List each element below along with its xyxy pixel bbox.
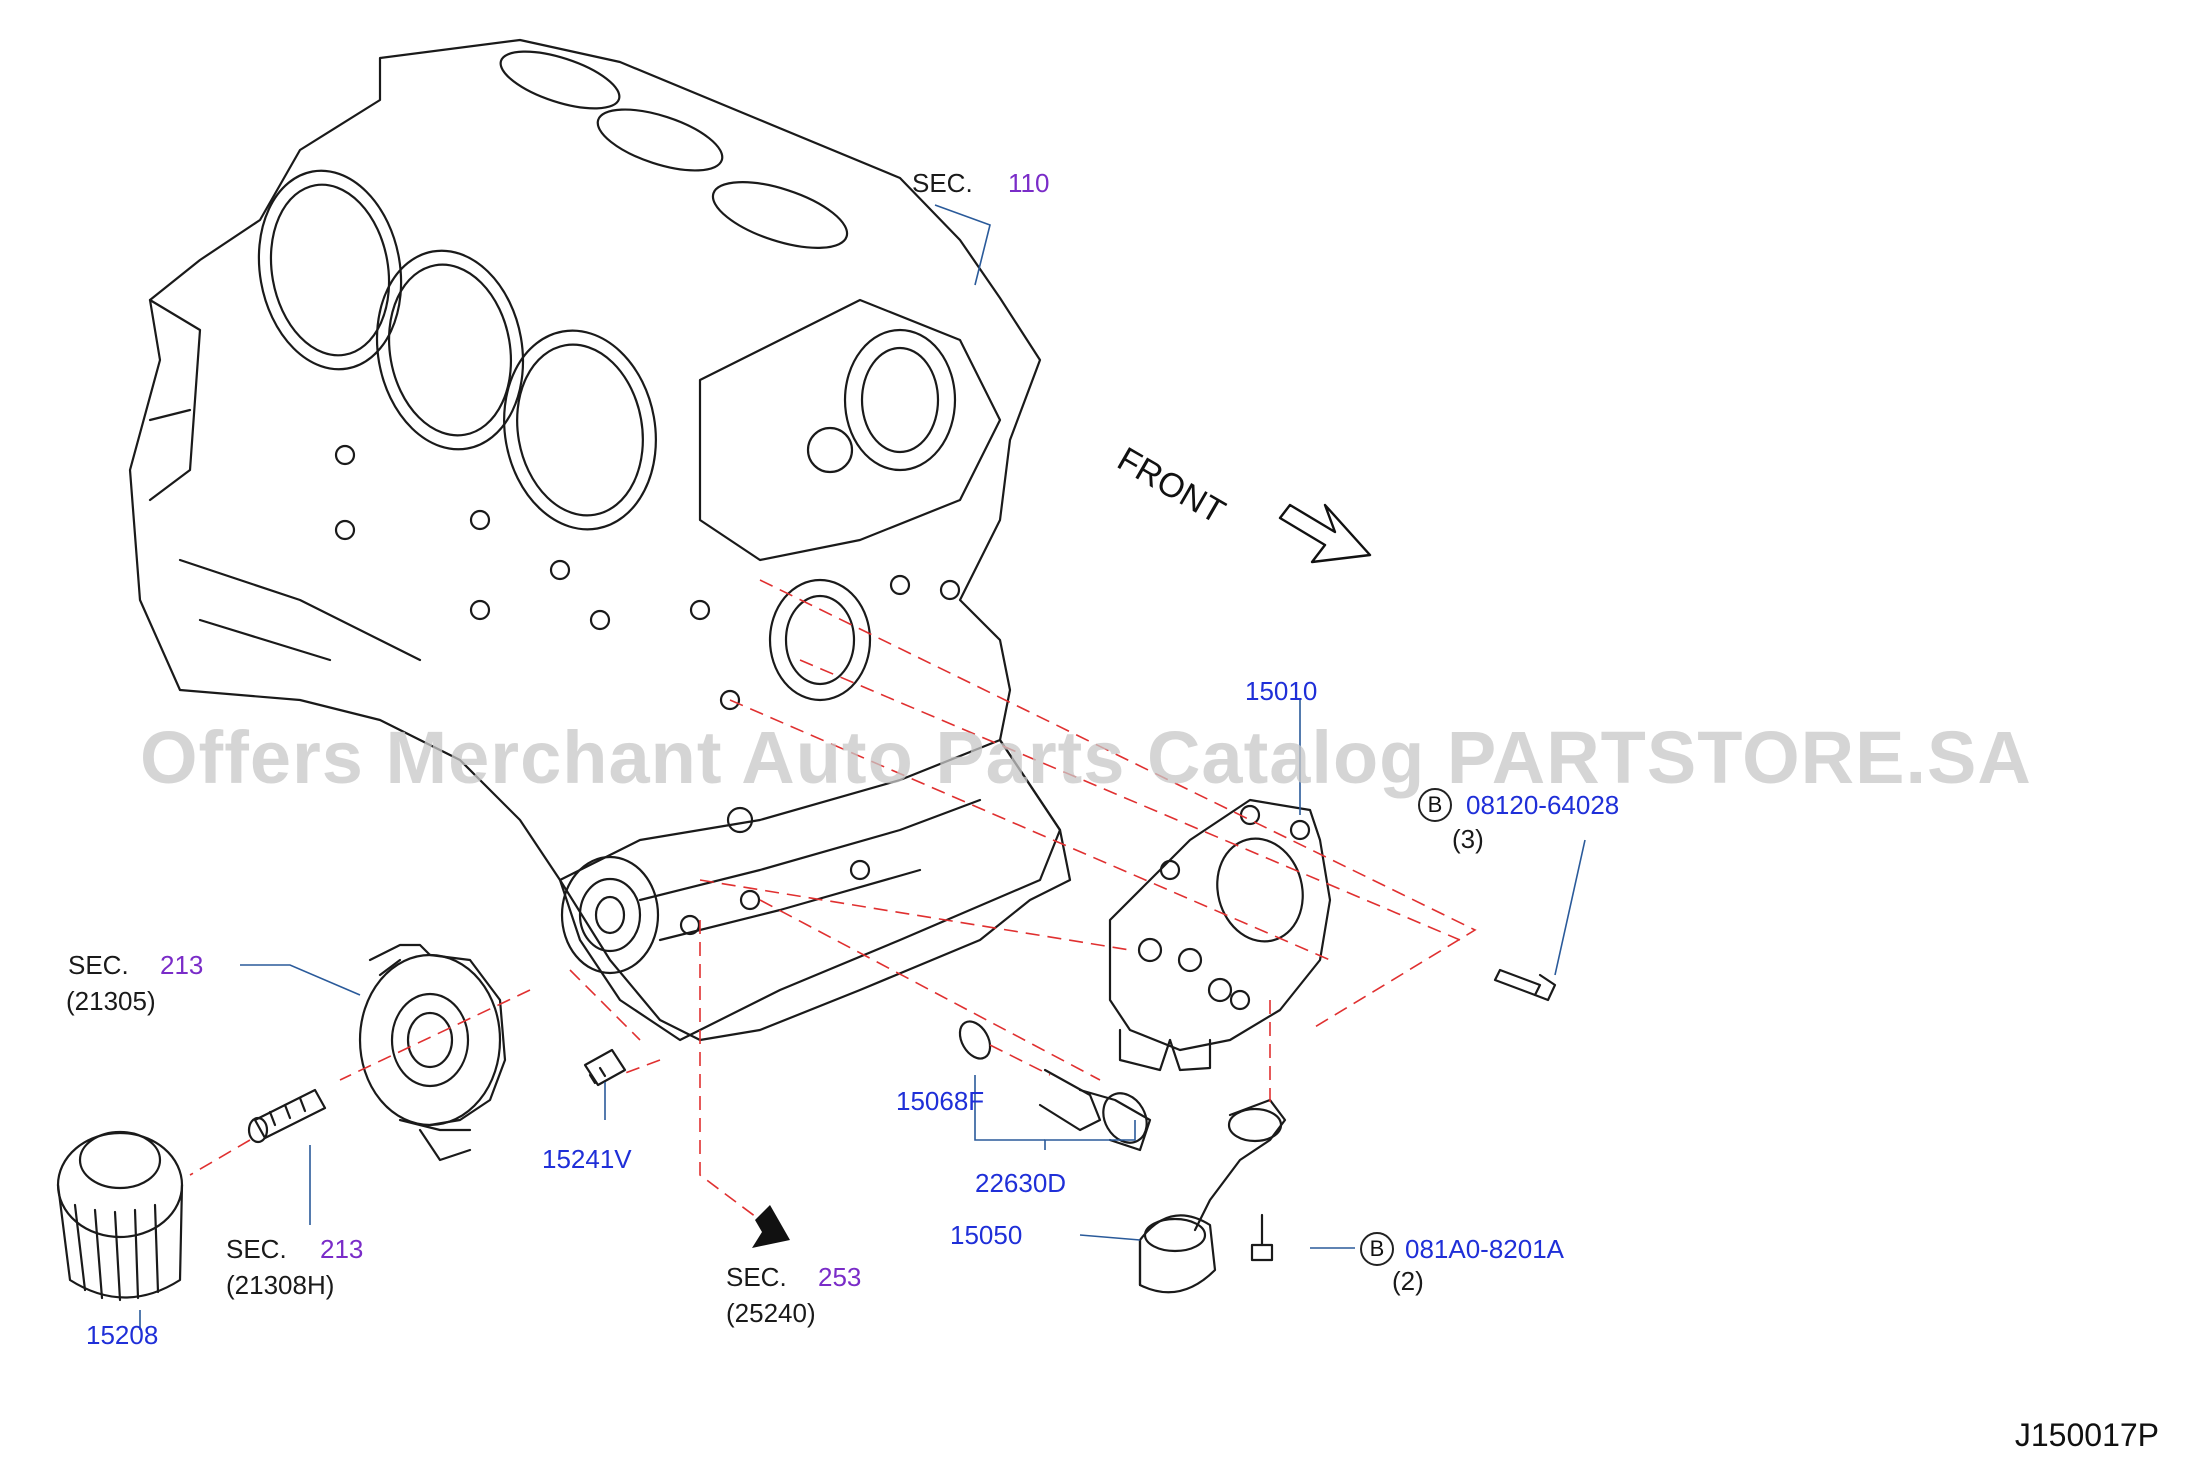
b-circle-icon: B <box>1418 788 1452 822</box>
plug <box>583 1048 627 1087</box>
part-15068f[interactable]: 15068F <box>896 1086 985 1116</box>
sec213-top-prefix: SEC. <box>68 950 129 980</box>
part-08120-64028[interactable]: 08120-64028 <box>1466 790 1620 820</box>
part-22630d[interactable]: 22630D <box>975 1168 1067 1198</box>
sec213-bottom-prefix: SEC. <box>226 1234 287 1264</box>
diagram-code: J150017P <box>2014 1417 2159 1453</box>
sec253-prefix: SEC. <box>726 1262 787 1292</box>
solid-arrow-icon <box>752 1205 790 1248</box>
front-arrow-icon <box>1278 503 1372 564</box>
assembly-lines <box>189 579 1477 1221</box>
sec110-number[interactable]: 110 <box>1008 168 1050 198</box>
sec253-number[interactable]: 253 <box>818 1262 862 1292</box>
oil-cooler <box>358 943 507 1162</box>
connector-bolt <box>247 1088 327 1144</box>
part-081a0-8201a[interactable]: 081A0-8201A <box>1405 1234 1565 1264</box>
oil-filter <box>56 1130 184 1302</box>
bolts <box>1250 968 1557 1262</box>
sec110-prefix: SEC. <box>912 168 973 198</box>
sec213-bottom-number[interactable]: 213 <box>320 1234 364 1264</box>
part-15241v[interactable]: 15241V <box>542 1144 632 1174</box>
qty-08120: (3) <box>1452 824 1484 854</box>
part-15050[interactable]: 15050 <box>950 1220 1023 1250</box>
qty-081a0: (2) <box>1392 1266 1424 1296</box>
leader-lines <box>139 204 1586 1330</box>
watermark: Offers Merchant Auto Parts Catalog PARTS… <box>140 716 2032 799</box>
sec213-top-number[interactable]: 213 <box>160 950 204 980</box>
part-15010[interactable]: 15010 <box>1245 676 1318 706</box>
sec213-bottom-sub: (21308H) <box>226 1270 335 1300</box>
oil-strainer <box>1138 1098 1287 1294</box>
sec253-sub: (25240) <box>726 1298 816 1328</box>
oil-pump <box>1108 798 1332 1072</box>
sec213-top-sub: (21305) <box>66 986 156 1016</box>
oil-pressure-sensor <box>958 1020 1152 1152</box>
part-15208[interactable]: 15208 <box>86 1320 159 1350</box>
b-circle-icon: B <box>1360 1232 1394 1266</box>
